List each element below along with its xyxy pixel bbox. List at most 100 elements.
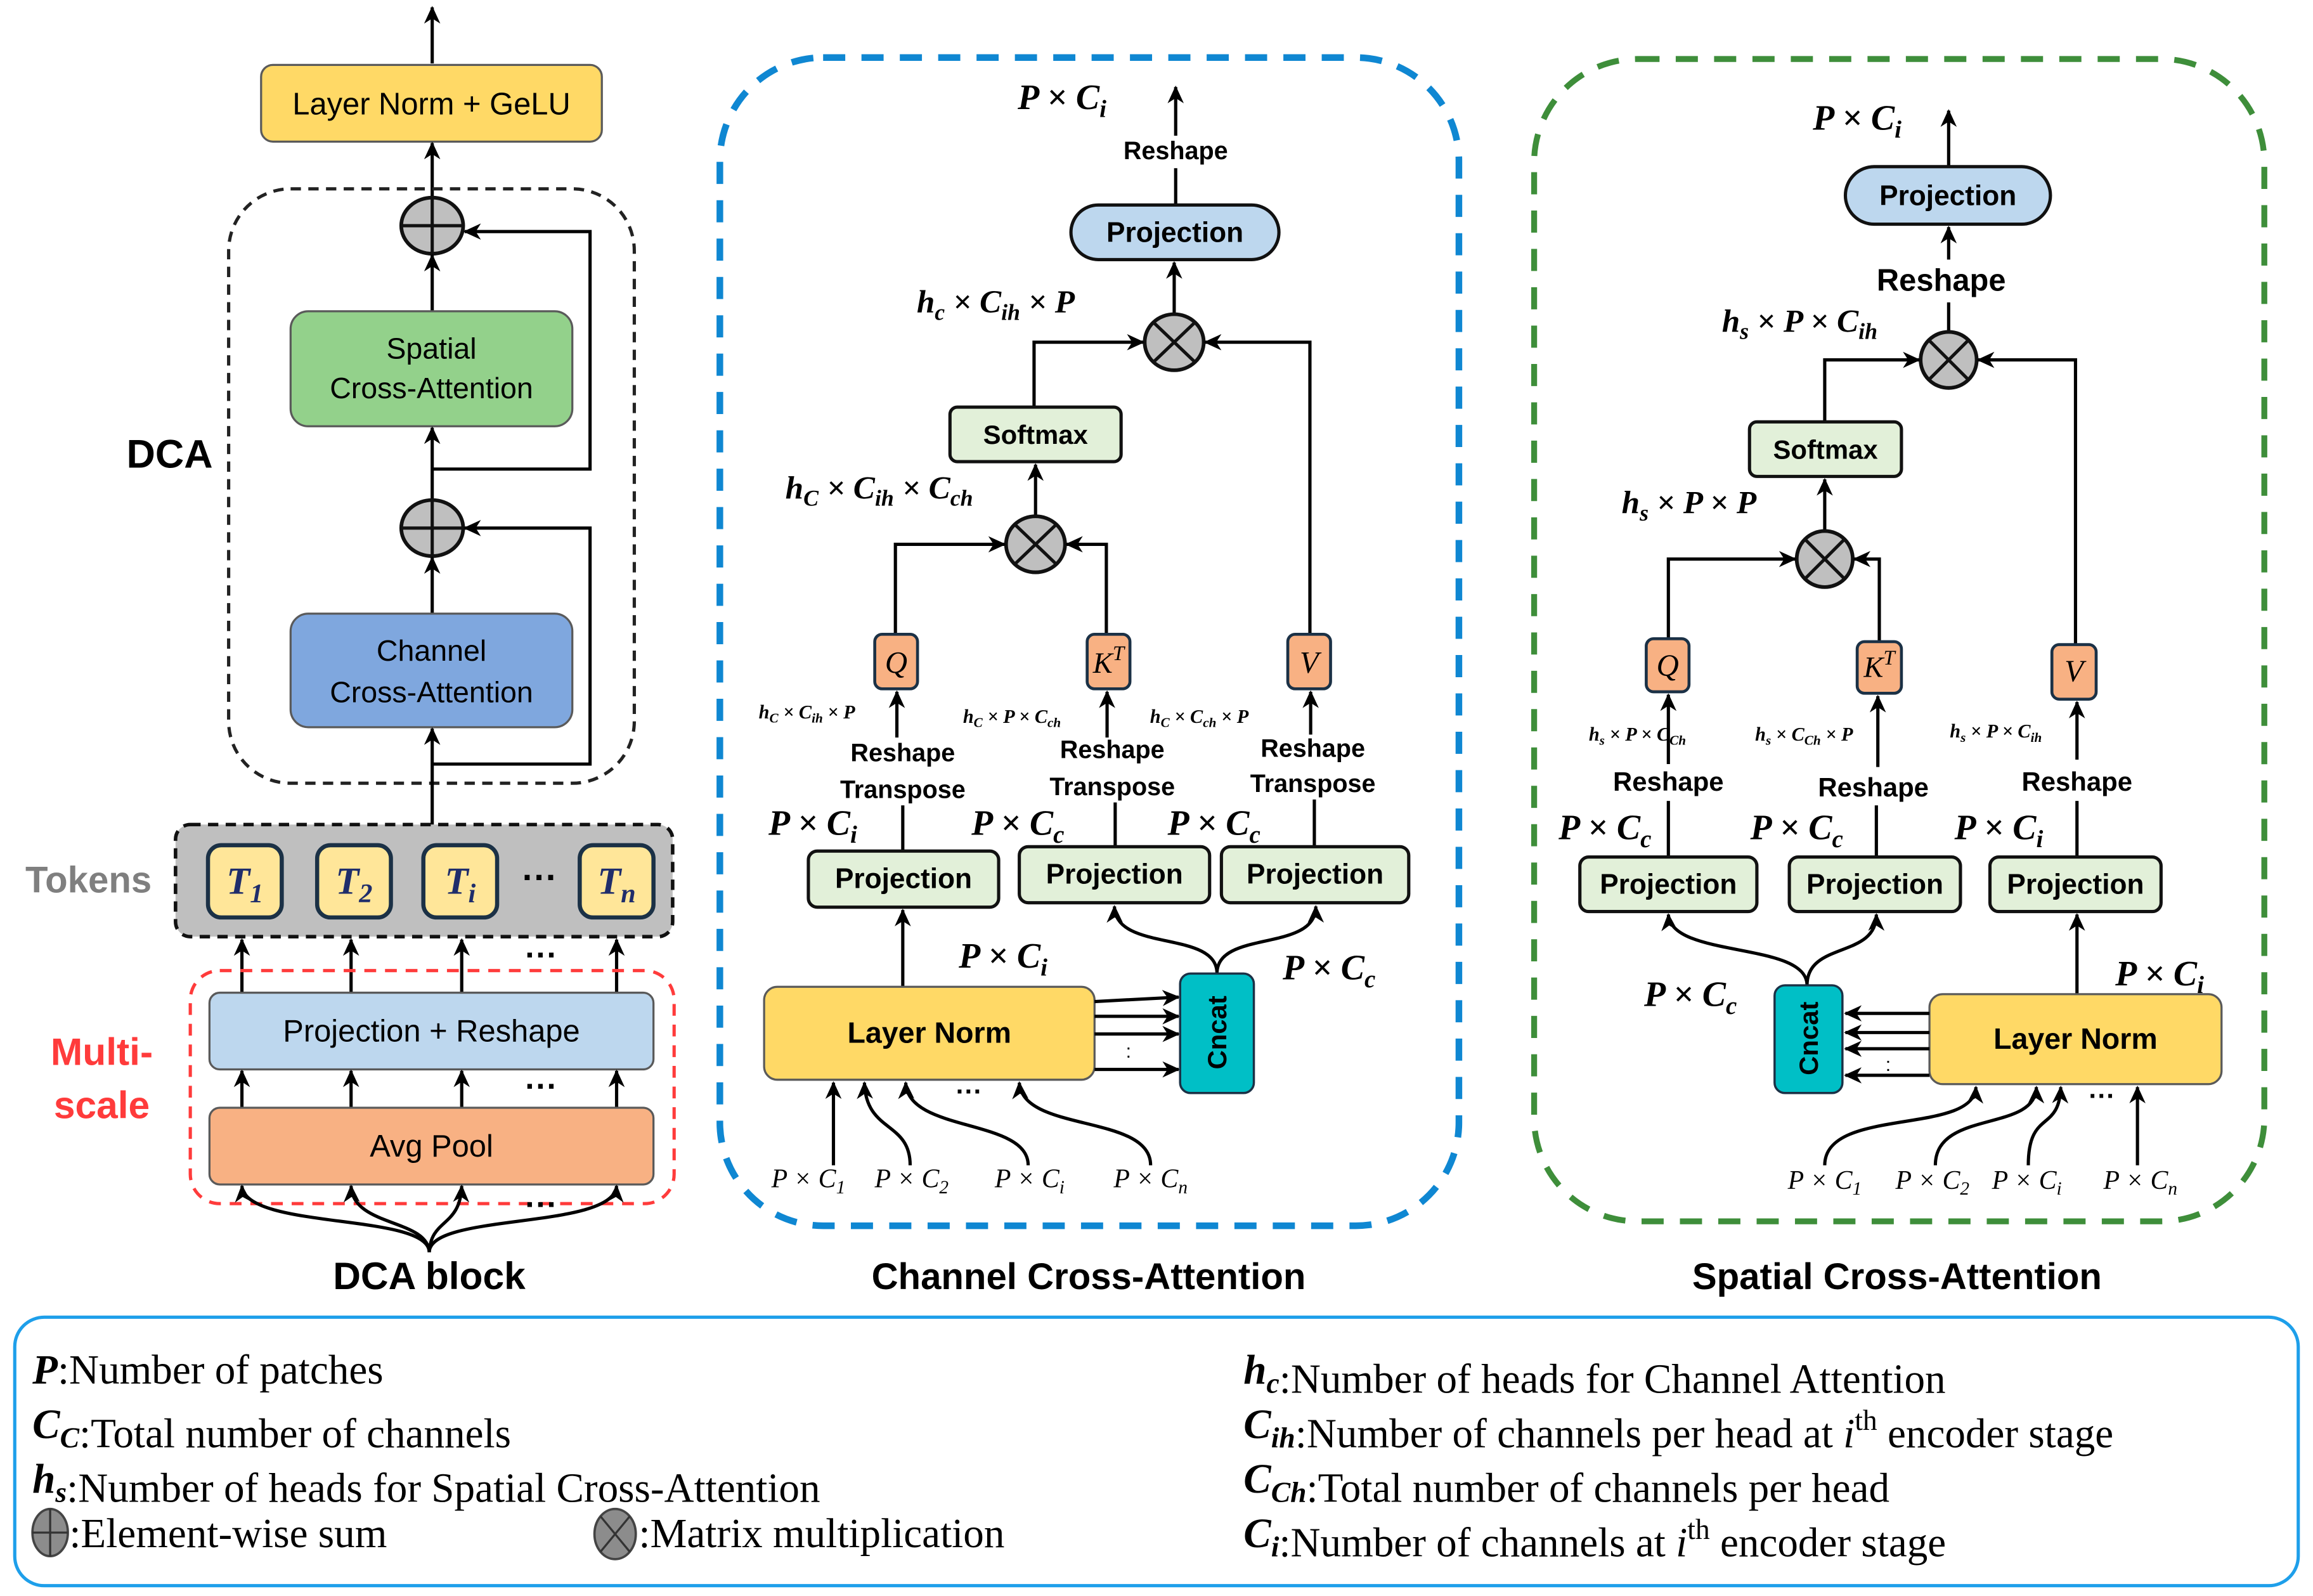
channel-value-box: V (1286, 632, 1332, 691)
query-projection-dim: P × Cc (1558, 808, 1651, 853)
query-projection-rect (807, 849, 1001, 909)
legend-entry-spatial-heads: hs:Number of heads for Spatial Cross-Att… (32, 1457, 820, 1511)
spatial-panel-title: Spatial Cross-Attention (1692, 1256, 2102, 1297)
spatial-key-projection: Projection (1787, 855, 1962, 914)
value-rect (2050, 643, 2098, 701)
channel-concat-rect (1179, 972, 1255, 1094)
dca-block-panel: Layer Norm + GeLU DCA Spatial Cross-Atte… (25, 6, 676, 1297)
value-projection-rect (1219, 845, 1411, 905)
channel-input-label: P × Ci (994, 1165, 1065, 1198)
spatial-inputs-ellipsis: ··· (2089, 1080, 2115, 1110)
element-wise-sum-icon (31, 1507, 69, 1558)
legend-entry-patches: P:Number of patches (32, 1347, 383, 1393)
legend-entry-channels-per-head-stage: Cih:Number of channels per head at ith e… (1243, 1402, 2113, 1457)
channel-layer-norm-box: Layer Norm (763, 985, 1096, 1081)
channel-output-reshape-label: Reshape (1124, 137, 1228, 165)
matmul-cross-stroke (1803, 538, 1846, 580)
channel-cross-attention-rect (289, 613, 574, 729)
channel-input-label: P × Cn (1113, 1165, 1188, 1198)
spatial-input-label: P × Cn (2103, 1166, 2178, 1199)
projection-reshape-label: Projection + Reshape (283, 1014, 580, 1048)
query-to-matmul-arrow (1666, 550, 1797, 639)
spatial-concat-box: Cncat (1773, 984, 1844, 1094)
token-tn: Tn (578, 843, 656, 920)
encoder-input-arrow (427, 1184, 470, 1253)
channel-panel-border (716, 54, 1463, 1229)
value-to-matmul-arrow (1976, 351, 2077, 645)
multi-scale-region (188, 969, 676, 1205)
legend-desc: :Number of heads for Channel Attention (1280, 1356, 1946, 1402)
legend-term: hs (32, 1457, 67, 1508)
spatial-box-line1: Spatial (386, 332, 476, 365)
spatial-cross-attention-rect (289, 310, 574, 427)
spatial-concat-label: Cncat (1794, 1001, 1824, 1075)
spatial-softmax-label: Softmax (1773, 434, 1877, 464)
encoder-input-arrow (1012, 1081, 1153, 1165)
channel-output-projection: Projection (1069, 203, 1281, 261)
encoder-input-arrow (427, 1184, 624, 1253)
spatial-concat-dim: P × Cc (1643, 975, 1737, 1020)
legend-entry-total-channels: CC:Total number of channels (32, 1402, 511, 1457)
softmax-to-matmul-arrow (1032, 334, 1145, 408)
token-label: T1 (226, 860, 263, 909)
key-reshape-label: Reshape (1818, 772, 1929, 802)
spatial-weighted-dim: hs × P × Cih (1722, 303, 1877, 344)
encoder-input-arrow (343, 1184, 431, 1253)
value-projection-label: Projection (1247, 859, 1383, 890)
query-rect (873, 632, 919, 691)
matmul-cross-stroke (1152, 321, 1196, 363)
avg-pool-rect (208, 1106, 655, 1186)
element-wise-sum-icon (399, 195, 465, 256)
key-projection-label: Projection (1806, 869, 1943, 900)
legend-term: P (32, 1347, 58, 1393)
layer-norm-gelu-rect (260, 63, 603, 143)
legend-term: CCh (1243, 1457, 1306, 1508)
query-label: Q (1657, 647, 1679, 682)
tokens-ellipsis: ··· (522, 857, 558, 897)
legend-border (13, 1315, 2300, 1588)
spatial-query-projection: Projection (1578, 855, 1759, 914)
inputs-ellipsis: ··· (525, 1186, 557, 1223)
token-t1: T1 (205, 843, 284, 920)
value-dim-label: hC × Cch × P (1150, 706, 1249, 730)
token-rect (421, 843, 500, 920)
spatial-cross-attention-box: Spatial Cross-Attention (289, 310, 574, 427)
query-rect (1645, 637, 1691, 694)
value-rect (1286, 632, 1332, 691)
legend-desc: :Number of channels at ith encoder stage (1279, 1513, 1946, 1566)
concat-arrows-dots: : (1126, 1041, 1131, 1062)
channel-query-box: Q (873, 632, 919, 691)
legend-entry-total-channels-per-head: CCh:Total number of channels per head (1243, 1457, 1889, 1511)
legend-entry-element-wise-sum: :Element-wise sum (69, 1511, 387, 1557)
query-label: Q (885, 645, 907, 680)
dca-block-title: DCA block (333, 1254, 526, 1297)
spatial-key-box: KT (1855, 640, 1903, 695)
channel-box-line2: Cross-Attention (330, 675, 533, 708)
channel-output-projection-pill (1069, 203, 1281, 261)
spatial-output-projection-pill (1843, 165, 2052, 226)
legend-term: hc (1243, 1347, 1279, 1399)
projection-reshape-rect (208, 991, 655, 1071)
key-projection-rect (1787, 855, 1962, 914)
query-projection-label: Projection (835, 863, 972, 894)
legend-desc: :Total number of channels per head (1306, 1465, 1889, 1511)
legend-matmul-stroke (599, 1515, 631, 1553)
channel-softmax-rect (948, 405, 1123, 464)
value-projection-rect (1988, 855, 2163, 914)
spatial-query-box: Q (1645, 637, 1691, 694)
value-projection-dim: P × Cc (1167, 804, 1260, 848)
residual-skip-arrow-spatial (432, 223, 592, 471)
channel-concat-label: Cncat (1202, 996, 1232, 1069)
channel-layer-norm-dim: P × Ci (958, 937, 1047, 981)
layer-norm-gelu-box: Layer Norm + GeLU (260, 63, 603, 143)
spatial-box-line2: Cross-Attention (330, 372, 533, 405)
channel-concat-dim: P × Cc (1282, 949, 1375, 993)
channel-input-label: P × C1 (771, 1165, 846, 1198)
legend-term: Cih (1243, 1402, 1295, 1453)
query-transpose-label: Transpose (840, 776, 966, 804)
key-projection-label: Projection (1046, 859, 1183, 890)
projection-reshape-box: Projection + Reshape (208, 991, 655, 1071)
residual-skip-arrow-channel (432, 520, 592, 766)
channel-weighted-dim: hc × Cih × P (917, 284, 1075, 325)
